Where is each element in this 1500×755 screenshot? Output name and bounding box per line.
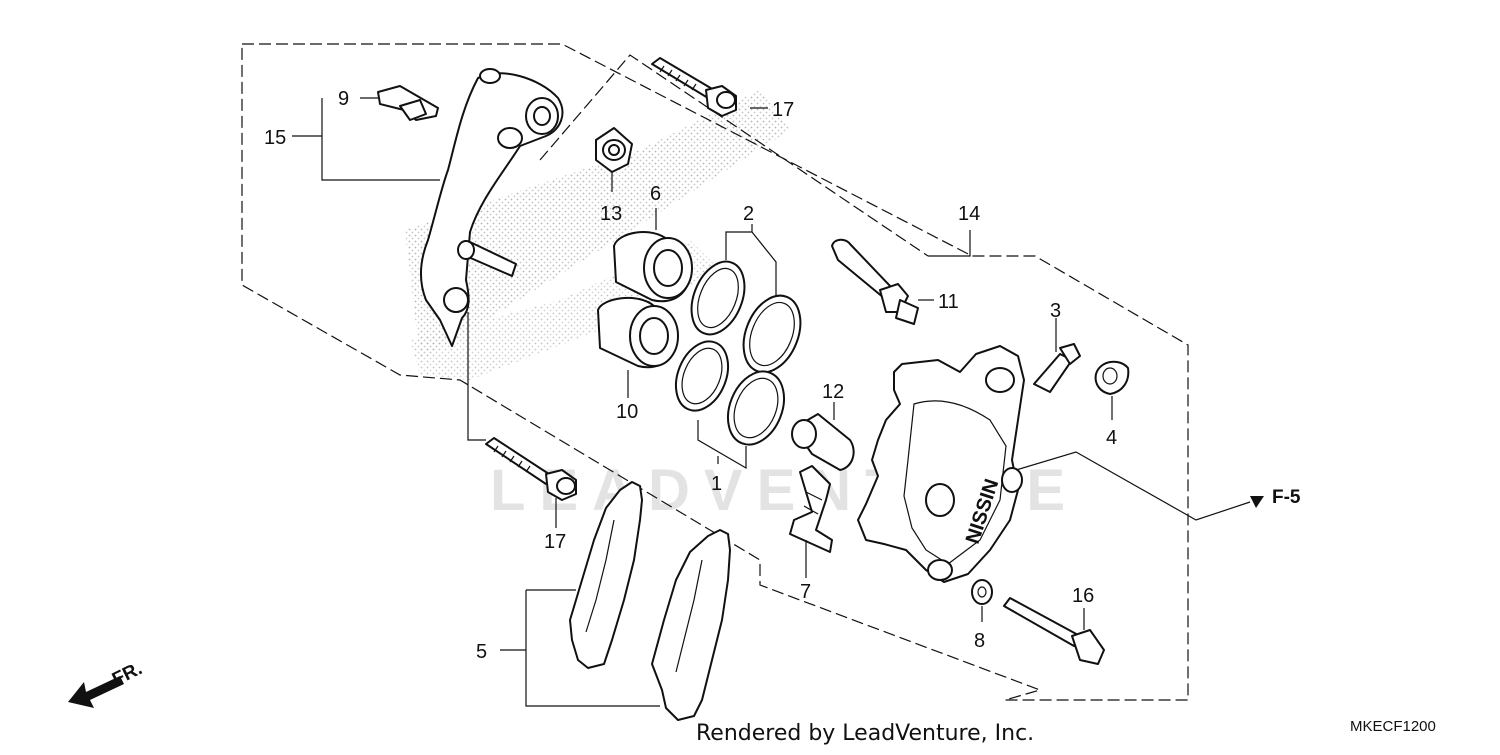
pin-boot xyxy=(791,413,855,471)
caliper-body: NISSIN xyxy=(857,345,1025,583)
callout-13: 13 xyxy=(600,203,622,225)
callout-2: 2 xyxy=(743,203,754,225)
callout-5: 5 xyxy=(476,641,487,663)
callout-10: 10 xyxy=(616,401,638,423)
diagram-code: MKECF1200 xyxy=(1350,718,1436,735)
reference-label: F-5 xyxy=(1272,487,1301,508)
callout-12: 12 xyxy=(822,381,844,403)
reference-arrow-icon xyxy=(1250,496,1264,508)
bracket-assembly-outline xyxy=(241,43,1189,701)
bleeder-screw xyxy=(1033,343,1081,393)
piston-lower xyxy=(597,296,679,369)
callout-17-upper: 17 xyxy=(772,99,794,121)
piston-seals xyxy=(674,260,802,446)
bolt-lower xyxy=(485,437,577,501)
slide-pin xyxy=(831,238,919,325)
callout-4: 4 xyxy=(1106,427,1117,449)
pad-retainer xyxy=(789,465,833,553)
callout-15: 15 xyxy=(264,127,286,149)
callout-1: 1 xyxy=(711,473,722,495)
callout-6: 6 xyxy=(650,183,661,205)
caliper-assembly-outline xyxy=(539,54,929,257)
callout-9: 9 xyxy=(338,88,349,110)
bolt-upper xyxy=(651,57,737,117)
callout-11: 11 xyxy=(938,291,959,313)
brake-pad-inner xyxy=(569,481,643,669)
boot xyxy=(595,127,633,173)
washer xyxy=(971,579,993,605)
leader-lines xyxy=(292,97,1251,707)
pad-pin xyxy=(1003,597,1105,665)
callout-17-lower: 17 xyxy=(544,531,566,553)
callout-16: 16 xyxy=(1072,585,1094,607)
shading-band xyxy=(405,90,790,360)
callout-3: 3 xyxy=(1050,300,1061,322)
credit-text: Rendered by LeadVenture, Inc. xyxy=(696,721,1034,746)
brake-pad-outer xyxy=(651,529,731,721)
bleeder-cap xyxy=(1094,360,1130,395)
callout-8: 8 xyxy=(974,630,985,652)
callout-14: 14 xyxy=(958,203,980,225)
caliper-bracket xyxy=(420,68,564,347)
front-direction-arrow-icon xyxy=(68,676,124,708)
piston-upper xyxy=(613,231,693,303)
pad-spring-clip xyxy=(377,85,439,121)
callout-7: 7 xyxy=(800,581,811,603)
